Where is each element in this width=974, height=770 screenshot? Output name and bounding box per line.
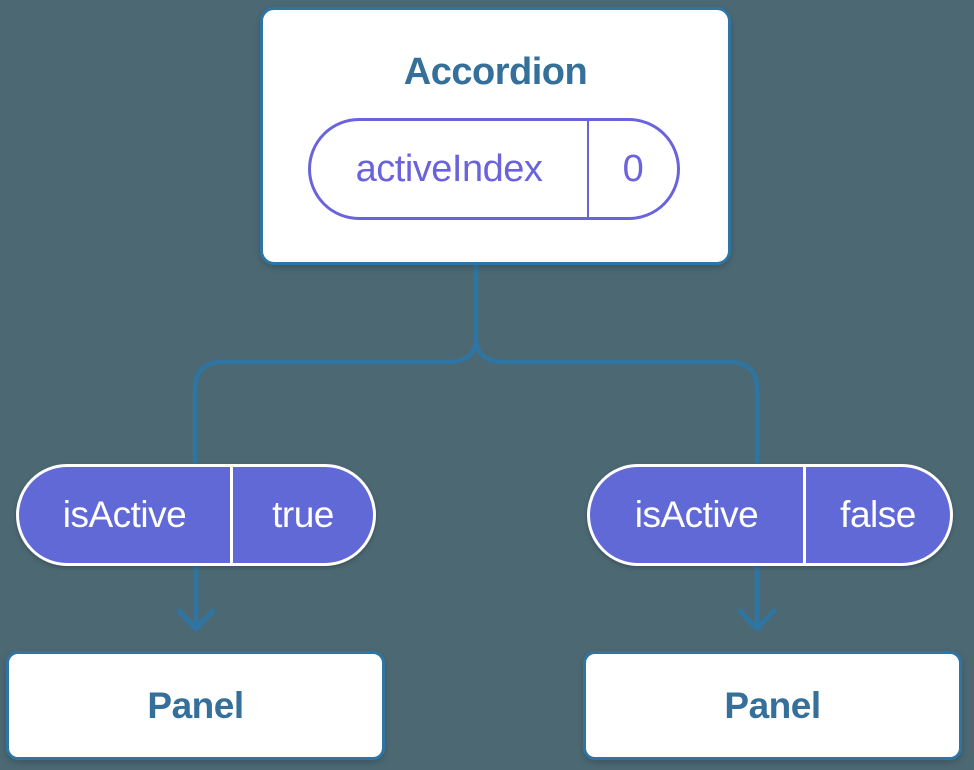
panel-component-box-left: Panel <box>6 651 385 760</box>
panel-label: Panel <box>147 684 244 726</box>
prop-name: isActive <box>634 494 759 535</box>
prop-value: true <box>272 494 334 535</box>
state-value: 0 <box>622 147 644 190</box>
accordion-component-box: Accordion activeIndex 0 <box>260 7 731 265</box>
arrow-down-right-icon <box>737 557 777 632</box>
panel-label: Panel <box>724 684 821 726</box>
prop-pill-divider <box>803 467 806 563</box>
state-name: activeIndex <box>355 147 543 190</box>
prop-pill-isactive-false: isActive false <box>587 464 953 566</box>
state-pill-activeindex: activeIndex 0 <box>308 118 680 220</box>
tree-branch-lines <box>192 262 760 466</box>
panel-component-box-right: Panel <box>583 651 962 760</box>
state-pill-divider <box>587 121 589 217</box>
arrow-down-left-icon <box>176 557 216 632</box>
prop-pill-divider <box>230 467 233 563</box>
prop-pill-isactive-true: isActive true <box>16 464 376 566</box>
prop-value: false <box>840 494 916 535</box>
accordion-title: Accordion <box>403 51 588 93</box>
prop-name: isActive <box>62 494 187 535</box>
